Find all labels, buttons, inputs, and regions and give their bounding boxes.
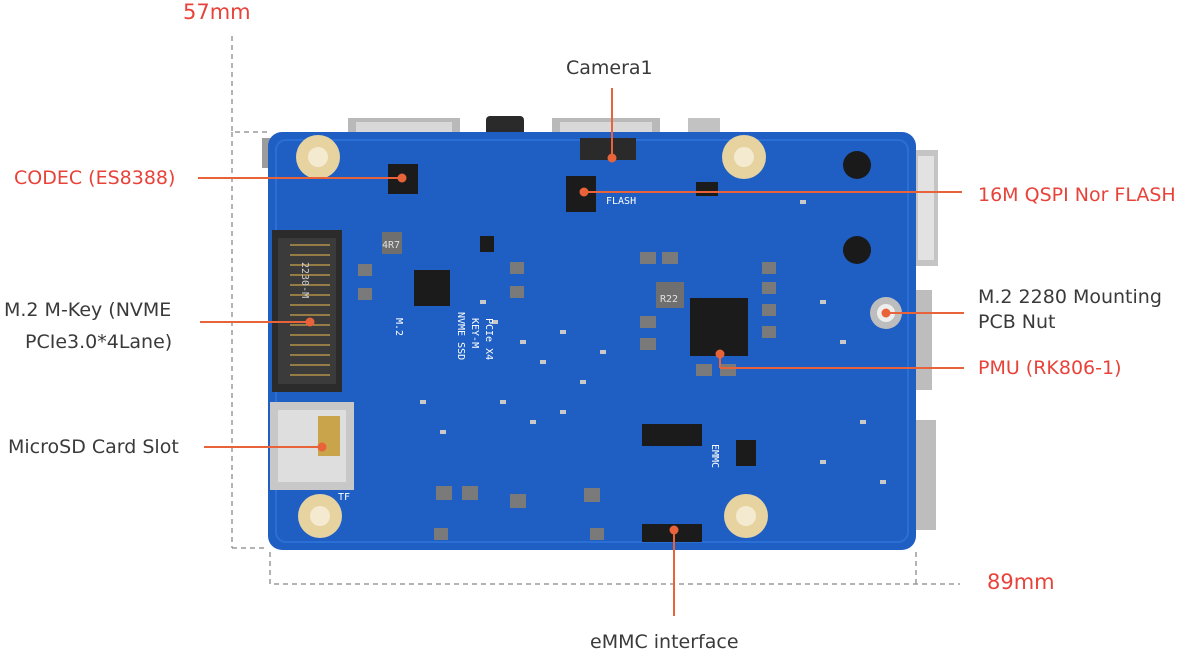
height-dimension-label: 57mm bbox=[183, 0, 251, 24]
flash-label: 16M QSPI Nor FLASH bbox=[978, 184, 1176, 206]
mount-label-line1: M.2 2280 Mounting bbox=[978, 286, 1162, 308]
silk-pcie: PCIe X4 bbox=[483, 318, 494, 360]
mount-label-line2: PCB Nut bbox=[978, 311, 1056, 333]
mounting-holes bbox=[296, 135, 768, 538]
microsd-label: MicroSD Card Slot bbox=[8, 436, 179, 458]
width-dimension-label: 89mm bbox=[987, 570, 1055, 594]
silk-m2: M.2 bbox=[393, 318, 404, 336]
camera-label: Camera1 bbox=[566, 57, 653, 79]
dimension-lines bbox=[231, 36, 960, 585]
chips bbox=[388, 138, 756, 542]
m2-label-line2: PCIe3.0*4Lane) bbox=[25, 331, 173, 353]
silk-flash: FLASH bbox=[606, 196, 636, 207]
silk-emmc: EMMC bbox=[709, 444, 720, 468]
leader-lines bbox=[198, 88, 964, 616]
passive-components bbox=[358, 252, 776, 540]
pmu-label: PMU (RK806-1) bbox=[978, 357, 1122, 379]
silk-nvme: NVME SSD bbox=[455, 312, 466, 360]
emmc-label: eMMC interface bbox=[590, 631, 739, 653]
silk-r22: R22 bbox=[660, 294, 678, 305]
m2-slot bbox=[272, 230, 342, 392]
silk-key: KEY-M bbox=[469, 318, 480, 348]
silk-r47: 4R7 bbox=[382, 240, 400, 251]
m2-label-line1: M.2 M-Key (NVME bbox=[4, 299, 172, 321]
side-connectors bbox=[262, 138, 938, 530]
silk-tf: TF bbox=[338, 492, 350, 503]
codec-label: CODEC (ES8388) bbox=[14, 167, 176, 189]
silk-slot-size: 2230-M bbox=[299, 262, 310, 298]
